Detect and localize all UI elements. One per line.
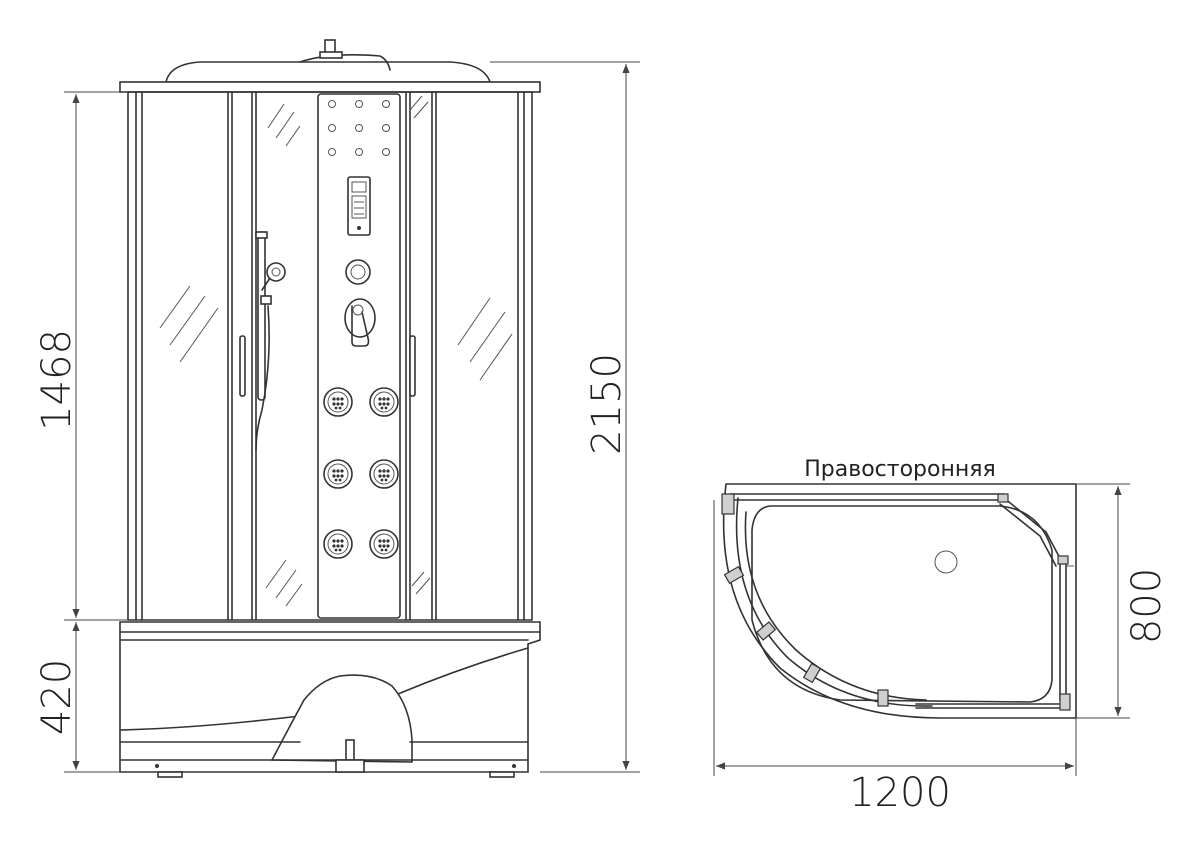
mixer-lever <box>344 298 376 347</box>
corner-fittings <box>721 493 1071 711</box>
plan-caption: Правосторонняя <box>804 457 995 482</box>
tray-outline <box>722 483 1077 719</box>
plan-view: Правосторонняя <box>713 457 1170 816</box>
total-height-label: 2150 <box>584 353 630 455</box>
tray-height-label: 420 <box>34 659 80 735</box>
shower-tray <box>119 621 541 778</box>
glass-reflections <box>159 95 513 607</box>
hand-shower <box>255 231 286 451</box>
glass-rails <box>729 493 1074 709</box>
front-dimension-lines <box>64 61 640 773</box>
depth-label: 800 <box>1124 568 1170 644</box>
width-label: 1200 <box>849 770 951 816</box>
right-door-handle <box>409 335 416 397</box>
electronic-controller <box>347 176 371 236</box>
glass-height-label: 1468 <box>34 329 80 431</box>
left-door-handle <box>239 335 246 397</box>
body-jets <box>323 387 399 559</box>
top-nozzles <box>328 100 390 156</box>
control-panel <box>317 93 401 619</box>
diverter-knob <box>345 259 371 285</box>
plan-dimension-lines <box>713 483 1130 776</box>
cabin-roof <box>119 39 541 93</box>
front-view: 1468 420 2150 <box>34 39 640 778</box>
